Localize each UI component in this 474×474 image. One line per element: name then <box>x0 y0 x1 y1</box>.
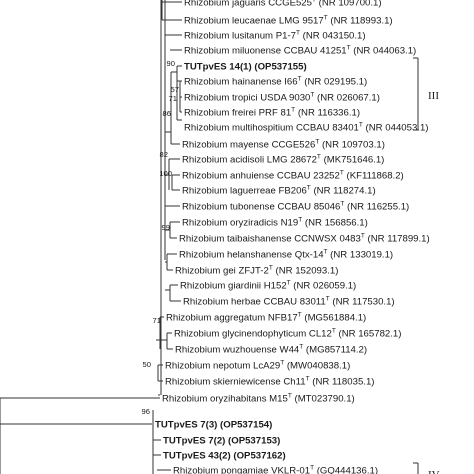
taxon-label: Rhizobium multihospitium CCBAU 83401T (N… <box>184 122 428 134</box>
taxon-label: Rhizobium taibaishanense CCNWSX 0483T (N… <box>179 233 430 245</box>
taxon-label: Rhizobium leucaenae LMG 9517T (NR 118993… <box>184 15 393 27</box>
taxon-label: Rhizobium acidisoli LMG 28672T (MK751646… <box>182 154 384 166</box>
bootstrap-value: 71 <box>169 94 177 103</box>
taxon-label: Rhizobium tubonense CCBAU 85046T (NR 116… <box>182 201 409 213</box>
bootstrap-value: 82 <box>160 150 168 159</box>
bootstrap-value: 71 <box>153 316 161 325</box>
taxon-label: TUTpvES 43(2) (OP537162) <box>163 451 286 462</box>
taxon-label: Rhizobium glycinendophyticum CL12T (NR 1… <box>174 328 401 340</box>
taxon-label: Rhizobium nepotum LcA29T (MW040838.1) <box>165 360 350 372</box>
bootstrap-value: 96 <box>142 407 150 416</box>
taxon-label: Rhizobium wuzhouense W44T (MG857114.2) <box>175 344 367 356</box>
taxon-label: Rhizobium miluonense CCBAU 41251T (NR 04… <box>184 45 416 57</box>
taxon-label: Rhizobium gei ZFJT-2T (NR 152093.1) <box>175 265 338 277</box>
taxon-label: Rhizobium mayense CCGE526T (NR 109703.1) <box>182 139 385 151</box>
taxon-label: Rhizobium jaguaris CCGE525T (NR 109700.1… <box>184 0 382 9</box>
taxon-label: Rhizobium oryzihabitans M15T (MT023790.1… <box>162 393 355 405</box>
taxon-label: TUTpvES 14(1) (OP537155) <box>184 62 307 73</box>
clade-label: III <box>428 90 439 102</box>
bootstrap-value: 50 <box>143 360 151 369</box>
taxon-label: Rhizobium lusitanum P1-7T (NR 043150.1) <box>184 30 366 42</box>
taxon-label: Rhizobium herbae CCBAU 83011T (NR 117530… <box>183 296 395 308</box>
taxon-label: Rhizobium pongamiae VKLR-01T (GQ444136.1… <box>173 465 378 474</box>
taxon-labels: Rhizobium jaguaris CCGE525T (NR 109700.1… <box>155 0 430 474</box>
taxon-label: Rhizobium oryziradicis N19T (NR 156856.1… <box>182 217 368 229</box>
clade-brackets: III IV <box>413 57 440 474</box>
taxon-label: Rhizobium laguerreae FB206T (NR 118274.1… <box>182 185 376 197</box>
clade-label: IV <box>428 469 440 474</box>
taxon-label: TUTpvES 7(3) (OP537154) <box>155 420 272 431</box>
taxon-label: Rhizobium aggregatum NFB17T (MG561884.1) <box>166 312 366 324</box>
bootstrap-value: 57 <box>171 85 179 94</box>
taxon-label: Rhizobium skierniewicense Ch11T (NR 1180… <box>165 376 374 388</box>
taxon-label: Rhizobium anhuiense CCBAU 23252T (KF1118… <box>182 170 404 182</box>
bootstrap-value: 86 <box>163 109 171 118</box>
tree-branches <box>0 0 182 474</box>
taxon-label: Rhizobium giardinii H152T (NR 026059.1) <box>180 280 356 292</box>
bootstrap-value: 99 <box>162 223 170 232</box>
taxon-label: Rhizobium tropici USDA 9030T (NR 026067.… <box>184 92 380 104</box>
taxon-label: Rhizobium freirei PRF 81T (NR 116336.1) <box>184 107 360 119</box>
taxon-label: TUTpvES 7(2) (OP537153) <box>163 436 280 447</box>
bootstrap-value: 100 <box>159 169 172 178</box>
bootstrap-value: 90 <box>167 59 175 68</box>
taxon-label: Rhizobium helanshanense Qtx-14T (NR 1330… <box>179 249 393 261</box>
taxon-label: Rhizobium hainanense I66T (NR 029195.1) <box>184 76 367 88</box>
